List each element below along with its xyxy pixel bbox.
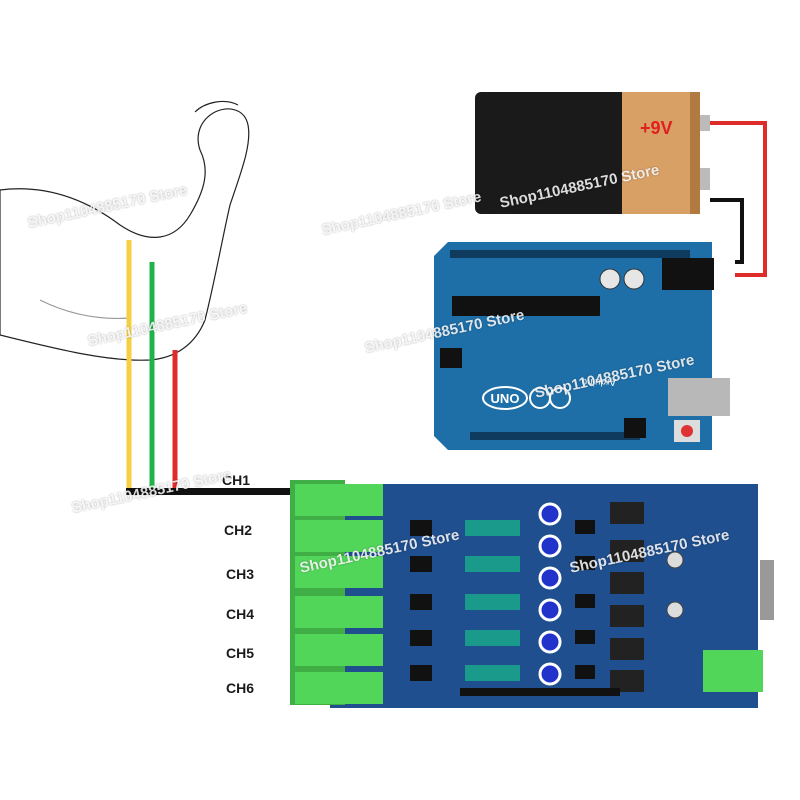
potentiometer: [538, 662, 562, 686]
ic-chip: [575, 520, 595, 534]
audio-jack: [295, 556, 383, 588]
channel-label-ch6: CH6: [226, 680, 255, 696]
audio-jacks: [295, 484, 383, 704]
audio-jack: [295, 596, 383, 628]
amplifier-chip: [465, 556, 520, 572]
audio-jack: [295, 672, 383, 704]
potentiometer: [538, 566, 562, 590]
switches: [610, 502, 644, 692]
potentiometer: [538, 502, 562, 526]
ic-chip: [410, 665, 432, 681]
audio-jack: [295, 520, 383, 552]
ic-chip: [410, 556, 432, 572]
potentiometers: [538, 502, 562, 686]
side-header-pins: [760, 560, 774, 620]
channel-label-ch5: CH5: [226, 645, 255, 661]
ic-chip: [410, 520, 432, 536]
battery-label: +9V: [640, 118, 673, 138]
arm-illustration: [0, 100, 250, 361]
channel-label-ch4: CH4: [226, 606, 255, 622]
ic-chip: [575, 594, 595, 608]
icsp-header: [624, 418, 646, 438]
capacitor: [623, 268, 645, 290]
switch: [610, 670, 644, 692]
amplifier-chip: [465, 630, 520, 646]
output-jack: [703, 650, 763, 692]
arduino-brand-text: Arduino: [581, 376, 616, 387]
icsp-header: [440, 348, 462, 368]
potentiometer: [538, 598, 562, 622]
channel-label-ch1: CH1: [222, 472, 251, 488]
ch1-cable: [126, 488, 291, 495]
electrode-wires: [126, 240, 291, 495]
amplifier-chip: [465, 665, 520, 681]
ic-chip: [410, 594, 432, 610]
power-wire-red: [710, 121, 767, 277]
channel-label-ch3: CH3: [226, 566, 255, 582]
battery-terminal-pos: [700, 115, 710, 131]
reset-button: [681, 425, 693, 437]
arduino-uno-board: UNO Arduino: [434, 242, 730, 450]
ic-chip: [575, 630, 595, 644]
tactile-button: [666, 601, 684, 619]
emg-shield-board: [290, 480, 774, 708]
battery-9v: [475, 92, 710, 214]
battery-terminal-neg: [700, 168, 710, 190]
dc-jack: [662, 258, 714, 290]
ic-chip: [575, 665, 595, 679]
ic-chip: [575, 556, 595, 570]
switch: [610, 638, 644, 660]
uno-logo: [482, 386, 571, 410]
ic-chips: [410, 520, 595, 681]
amplifier-chip: [465, 520, 520, 536]
capacitor: [599, 268, 621, 290]
ic-chip: [410, 630, 432, 646]
potentiometer: [538, 534, 562, 558]
jack-sleeve: [290, 480, 345, 705]
usb-port: [668, 378, 730, 416]
amplifier-chip: [465, 594, 520, 610]
switch: [610, 572, 644, 594]
switch: [610, 540, 644, 562]
header-pins: [460, 688, 620, 696]
uno-logo-text: UNO: [491, 391, 520, 406]
power-wires: [710, 121, 767, 277]
microcontroller-chip: [452, 296, 600, 316]
channel-label-ch2: CH2: [224, 522, 253, 538]
audio-jack: [295, 634, 383, 666]
switch: [610, 502, 644, 524]
tactile-button: [666, 551, 684, 569]
amplifier-chips: [465, 520, 520, 681]
header-top: [450, 250, 690, 258]
header-bottom: [470, 432, 640, 440]
power-wire-black: [710, 198, 744, 264]
audio-jack: [295, 484, 383, 516]
switch: [610, 605, 644, 627]
potentiometer: [538, 630, 562, 654]
